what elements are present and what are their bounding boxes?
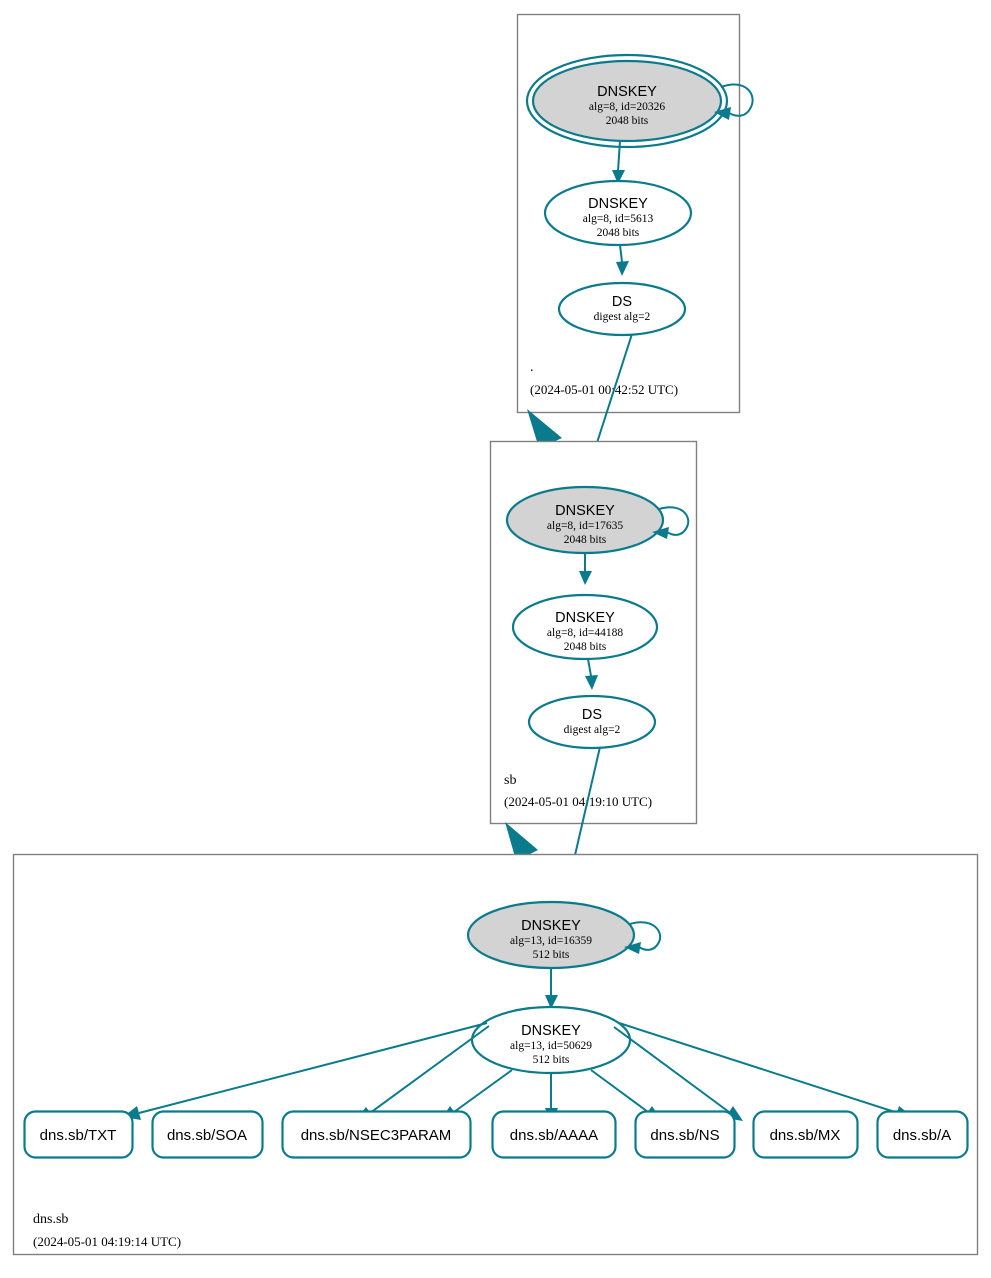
node-sb-zsk-bits: 2048 bits [564,641,607,653]
rrset-box-a [876,1110,969,1159]
edge-dnssb-ksk-to-zsk [545,968,558,1009]
node-root-ksk-title: DNSKEY [597,84,657,100]
rrset-label-mx: dns.sb/MX [770,1127,841,1144]
node-root-ds-digest: digest alg=2 [594,311,651,323]
node-sb-ds-ellipse [527,694,657,750]
rrset-box-aaaa [491,1110,617,1159]
node-sb-ds-digest: digest alg=2 [564,724,621,736]
rrset-label-aaaa: dns.sb/AAAA [510,1127,598,1144]
rrset-box-mx [752,1110,859,1159]
rrset-box-txt [23,1110,134,1159]
arrowhead-root-ksk-zsk [612,170,625,184]
zone-sb-timestamp: (2024-05-01 04:19:10 UTC) [504,794,652,809]
node-root-zsk-bits: 2048 bits [597,227,640,239]
rrset-label-nsec3param: dns.sb/NSEC3PARAM [301,1127,452,1144]
zone-root-name: . [530,360,534,375]
edge-zsk-to-soa [369,1025,490,1114]
node-root-ds-title: DS [612,294,632,310]
rrset-box-soa [151,1110,264,1159]
rrset-dns-sb-a[interactable]: dns.sb/A [876,1110,969,1159]
node-sb-zsk-alg: alg=8, id=44188 [547,627,623,639]
node-sb-zsk-title: DNSKEY [555,610,615,626]
node-root-ksk[interactable]: DNSKEY alg=8, id=20326 2048 bits [525,53,729,149]
node-root-zsk-title: DNSKEY [588,196,648,212]
rrset-label-ns: dns.sb/NS [650,1127,719,1144]
zone-root: DNSKEY alg=8, id=20326 2048 bits DNSKEY … [516,13,754,414]
edge-root-ksk-self-sign [714,83,754,120]
delegation-root-to-sb [527,409,562,459]
node-root-ksk-ellipse [531,59,723,143]
node-root-ds-ellipse [557,281,687,337]
edge-dnssb-ksk-self-sign [624,921,662,954]
zone-dnssb: DNSKEY alg=13, id=16359 512 bits DNSKEY … [12,853,979,1256]
edge-root-ksk-to-zsk [612,140,625,184]
edge-zsk-to-mx [613,1026,730,1113]
delegation-arrow-root-sb [527,409,562,459]
arrowhead-dnssb-self [624,942,641,954]
node-sb-ksk-bits: 2048 bits [564,534,607,546]
edge-zsk-to-txt [138,1022,488,1114]
node-sb-ds[interactable]: DS digest alg=2 [527,694,657,750]
node-root-ds[interactable]: DS digest alg=2 [557,281,687,337]
trust-anchor-outer-ring [525,53,729,149]
rrset-dns-sb-ns[interactable]: dns.sb/NS [634,1110,736,1159]
node-root-ksk-alg: alg=8, id=20326 [589,101,665,113]
rrset-label-txt: dns.sb/TXT [40,1127,117,1144]
node-root-zsk-alg: alg=8, id=5613 [583,213,654,225]
node-sb-zsk-ellipse [511,593,659,661]
node-dnssb-ksk[interactable]: DNSKEY alg=13, id=16359 512 bits [466,900,636,970]
zone-sb: DNSKEY alg=8, id=17635 2048 bits DNSKEY … [489,440,698,825]
rrset-dns-sb-aaaa[interactable]: dns.sb/AAAA [491,1110,617,1159]
node-dnssb-zsk-bits: 512 bits [533,1054,570,1066]
rrset-dns-sb-soa[interactable]: dns.sb/SOA [151,1110,264,1159]
node-dnssb-ksk-title: DNSKEY [521,918,581,934]
zone-root-timestamp: (2024-05-01 00:42:52 UTC) [530,382,678,397]
arrowhead-dnssb-ksk-zsk [545,995,558,1009]
arrowhead-root-zsk-ds [616,261,629,276]
node-root-ksk-bits: 2048 bits [606,115,649,127]
edge-sb-ksk-self-sign [652,506,690,539]
node-dnssb-ksk-alg: alg=13, id=16359 [510,935,592,947]
edge-zsk-to-nsec3param [453,1069,513,1113]
arrowhead-sb-zsk-ds [585,675,598,690]
rrset-label-soa: dns.sb/SOA [167,1127,247,1144]
arrowhead-root-self [714,107,731,120]
edge-sb-zsk-to-ds [585,658,598,690]
node-dnssb-zsk-title: DNSKEY [521,1023,581,1039]
node-root-zsk-ellipse [543,179,693,247]
zone-dnssb-name: dns.sb [33,1212,68,1227]
node-dnssb-ksk-bits: 512 bits [533,949,570,961]
rrset-box-ns [634,1110,736,1159]
arrowhead-sb-self [652,527,669,539]
node-sb-zsk[interactable]: DNSKEY alg=8, id=44188 2048 bits [511,593,659,661]
node-sb-ds-title: DS [582,707,602,723]
edge-zsk-to-ns [590,1069,649,1113]
rrset-box-nsec3param [281,1110,472,1159]
node-sb-ksk-title: DNSKEY [555,503,615,519]
node-root-zsk[interactable]: DNSKEY alg=8, id=5613 2048 bits [543,179,693,247]
node-sb-ksk[interactable]: DNSKEY alg=8, id=17635 2048 bits [505,485,665,555]
edge-root-zsk-to-ds [616,244,629,276]
rrset-dns-sb-mx[interactable]: dns.sb/MX [752,1110,859,1159]
rrset-label-a: dns.sb/A [893,1127,951,1144]
node-sb-ksk-alg: alg=8, id=17635 [547,520,623,532]
edge-zsk-to-a [618,1022,899,1114]
delegation-sb-to-dnssb [505,822,539,871]
arrowhead-sb-ksk-zsk [579,571,592,585]
zone-sb-name: sb [504,773,516,788]
node-dnssb-zsk-alg: alg=13, id=50629 [510,1040,592,1052]
zone-dnssb-timestamp: (2024-05-01 04:19:14 UTC) [33,1234,181,1249]
rrset-dns-sb-txt[interactable]: dns.sb/TXT [23,1110,134,1159]
edge-sb-ksk-to-zsk [579,553,592,585]
delegation-arrow-sb-dnssb [505,822,539,871]
rrset-dns-sb-nsec3param[interactable]: dns.sb/NSEC3PARAM [281,1110,472,1159]
node-dnssb-zsk[interactable]: DNSKEY alg=13, id=50629 512 bits [470,1005,632,1075]
